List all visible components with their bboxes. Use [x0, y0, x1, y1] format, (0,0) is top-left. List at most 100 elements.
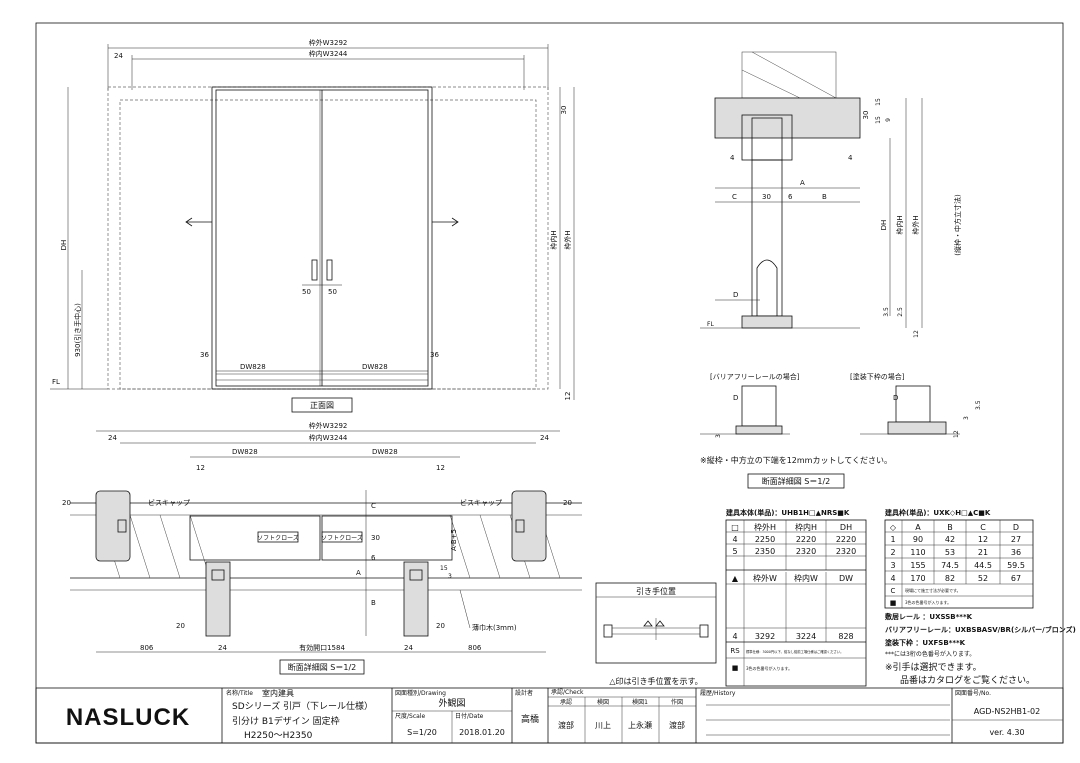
tb-name2: SDシリーズ 引戸（下レール仕様） [232, 700, 373, 712]
frame-cell: 155 [910, 561, 925, 570]
case-paint-35: 3.5 [975, 400, 982, 410]
hardware-table: 建具本体(単品)：UHB1H□▲NRS■K □ 枠外H 枠内H DH 4 225… [725, 508, 867, 687]
frame-cell: 27 [1011, 535, 1021, 544]
soft-close-left: ソフトクローズ [257, 534, 299, 542]
tb-version: ver. 4.30 [989, 728, 1024, 737]
sec-dim-c: C [732, 193, 737, 201]
frame-cell: 3 [890, 561, 895, 570]
front-view-title: 正面図 [310, 401, 334, 410]
front-inner-h: 枠内H [549, 230, 558, 249]
sec-dim-a: A [800, 179, 805, 187]
tb-sign3: 上永瀬 [628, 720, 652, 730]
plan-dim-24c: 24 [218, 644, 227, 652]
tb-number-label: 図面番号/No. [955, 690, 991, 697]
tb-name-label: 名称/Title [226, 689, 253, 697]
sec-dim-12: 12 [913, 330, 920, 338]
hw-h0: □ [731, 523, 739, 532]
plan-dim-ab5: A-B+5 [450, 529, 458, 551]
fr-h0: ◇ [890, 523, 897, 532]
tb-sign1: 渡部 [558, 720, 574, 730]
tb-name1: 室内建具 [262, 688, 294, 698]
frame-cell: 44.5 [974, 561, 992, 570]
note-color: ***には3桁の色番号が入ります。 [885, 650, 975, 658]
front-gap-left: 36 [200, 351, 209, 359]
tb-approve: 承認 [560, 698, 572, 706]
note-catalog: 品番はカタログをご覧ください。 [900, 674, 1035, 686]
frame-cell: 1 [890, 535, 895, 544]
fr-c-text: 現場にて施工寸法が必要です。 [905, 587, 961, 593]
sec-dh: DH [880, 220, 888, 231]
frame-cell: 36 [1011, 548, 1021, 557]
plan-dim-12a: 12 [196, 464, 205, 472]
plan-dw-right: DW828 [372, 448, 398, 456]
hw-table-title: 建具本体(単品)：UHB1H□▲NRS■K [726, 508, 850, 517]
front-outer-width: 枠外W3292 [309, 38, 348, 47]
note-select: ※引手は選択できます。 [885, 661, 982, 673]
plan-dim-806a: 806 [140, 644, 154, 652]
hw-r1c2: 2320 [796, 547, 816, 556]
frame-cell: 82 [945, 574, 955, 583]
sec-note-h: (縦枠・中方立寸法) [953, 194, 962, 256]
sec-dim-25: 2.5 [897, 307, 904, 317]
tb-sign4: 渡部 [669, 720, 685, 730]
fr-sq-label: ■ [890, 599, 897, 607]
handle-pos-note: △印は引き手位置を示す。 [609, 676, 702, 686]
plan-dim-3: 3 [448, 573, 452, 580]
hw-rs-label: RS [730, 647, 740, 655]
plan-view-title: 断面詳細図 S＝1/2 [288, 662, 357, 672]
sec-dim-4b: 4 [848, 154, 853, 162]
tb-check-label: 承認/Check [551, 688, 584, 696]
front-dw-right: DW828 [362, 363, 388, 371]
front-bottom-12: 12 [564, 392, 572, 401]
plan-view: 枠外W3292 枠内W3244 24 24 DW828 DW828 12 12 … [62, 421, 582, 675]
hw-r1c1: 2350 [755, 547, 775, 556]
tb-sign2: 川上 [595, 721, 611, 730]
plan-dim-b: B [371, 599, 376, 607]
frame-cell: 53 [945, 548, 955, 557]
hw2-r0c3: 828 [838, 632, 853, 641]
fr-table-title: 建具枠(単品)：UXK◇H□▲C■K [885, 508, 991, 517]
hw2-h0: ▲ [732, 574, 739, 583]
frame-cell: 67 [1011, 574, 1021, 583]
tb-designer: 高橋 [521, 713, 539, 725]
hw-r0c3: 2220 [836, 535, 856, 544]
sec-dim-4a: 4 [730, 154, 735, 162]
sec-dim-30: 30 [862, 111, 870, 120]
sec-dim-15a: 15 [875, 98, 882, 106]
sec-dim-35: 3.5 [883, 307, 890, 317]
hw2-r0c0: 4 [732, 632, 737, 641]
sec-dim-b: B [822, 193, 827, 201]
handle-dim-b: 50 [328, 288, 337, 296]
section-note: ※縦枠・中方立の下端を12mmカットしてください。 [700, 455, 892, 465]
plan-dim-24a: 24 [108, 434, 117, 442]
frame-cell: 59.5 [1007, 561, 1025, 570]
fr-h2: B [947, 523, 953, 532]
hw-r1c0: 5 [732, 547, 737, 556]
hw2-h1: 枠外W [753, 573, 777, 583]
sec-dim-30b: 30 [762, 193, 771, 201]
plan-inner-width: 枠内W3244 [309, 433, 348, 442]
case-painted: [塗装下枠の場合] [850, 372, 905, 381]
section-view-title: 断面詳細図 S＝1/2 [762, 476, 831, 486]
tb-name4: H2250～H2350 [244, 731, 313, 741]
fr-sq-text: 3色の色番号が入ります。 [905, 599, 951, 605]
hw-sq-text: 3色の色番号が入ります。 [746, 665, 792, 671]
soft-close-right: ソフトクローズ [321, 534, 363, 542]
front-view: 枠外W3292 枠内W3244 24 50 50 DH 930(引き手中心) F… [50, 38, 575, 413]
front-handle-height: 930(引き手中心) [73, 303, 82, 357]
screw-cap-left: ビスキャップ [148, 498, 190, 507]
handle-dim-a: 50 [302, 288, 311, 296]
plan-dw-left: DW828 [232, 448, 258, 456]
hw-r0c2: 2220 [796, 535, 816, 544]
fr-h3: C [980, 523, 986, 532]
note-bf-rail: バリアフリーレール：UXBSBASV/BR(シルバー/ブロンズ) [885, 625, 1076, 634]
front-dh: DH [60, 240, 68, 251]
frame-cell: 90 [913, 535, 923, 544]
plan-dim-24b: 24 [540, 434, 549, 442]
tb-check1: 検図1 [632, 698, 648, 706]
note-rail: 敷居レール ：UXSSB***K [885, 612, 973, 621]
thin-baseboard: 薄巾木(3mm) [472, 623, 517, 632]
case-barrier-free: [バリアフリーレールの場合] [710, 372, 800, 381]
